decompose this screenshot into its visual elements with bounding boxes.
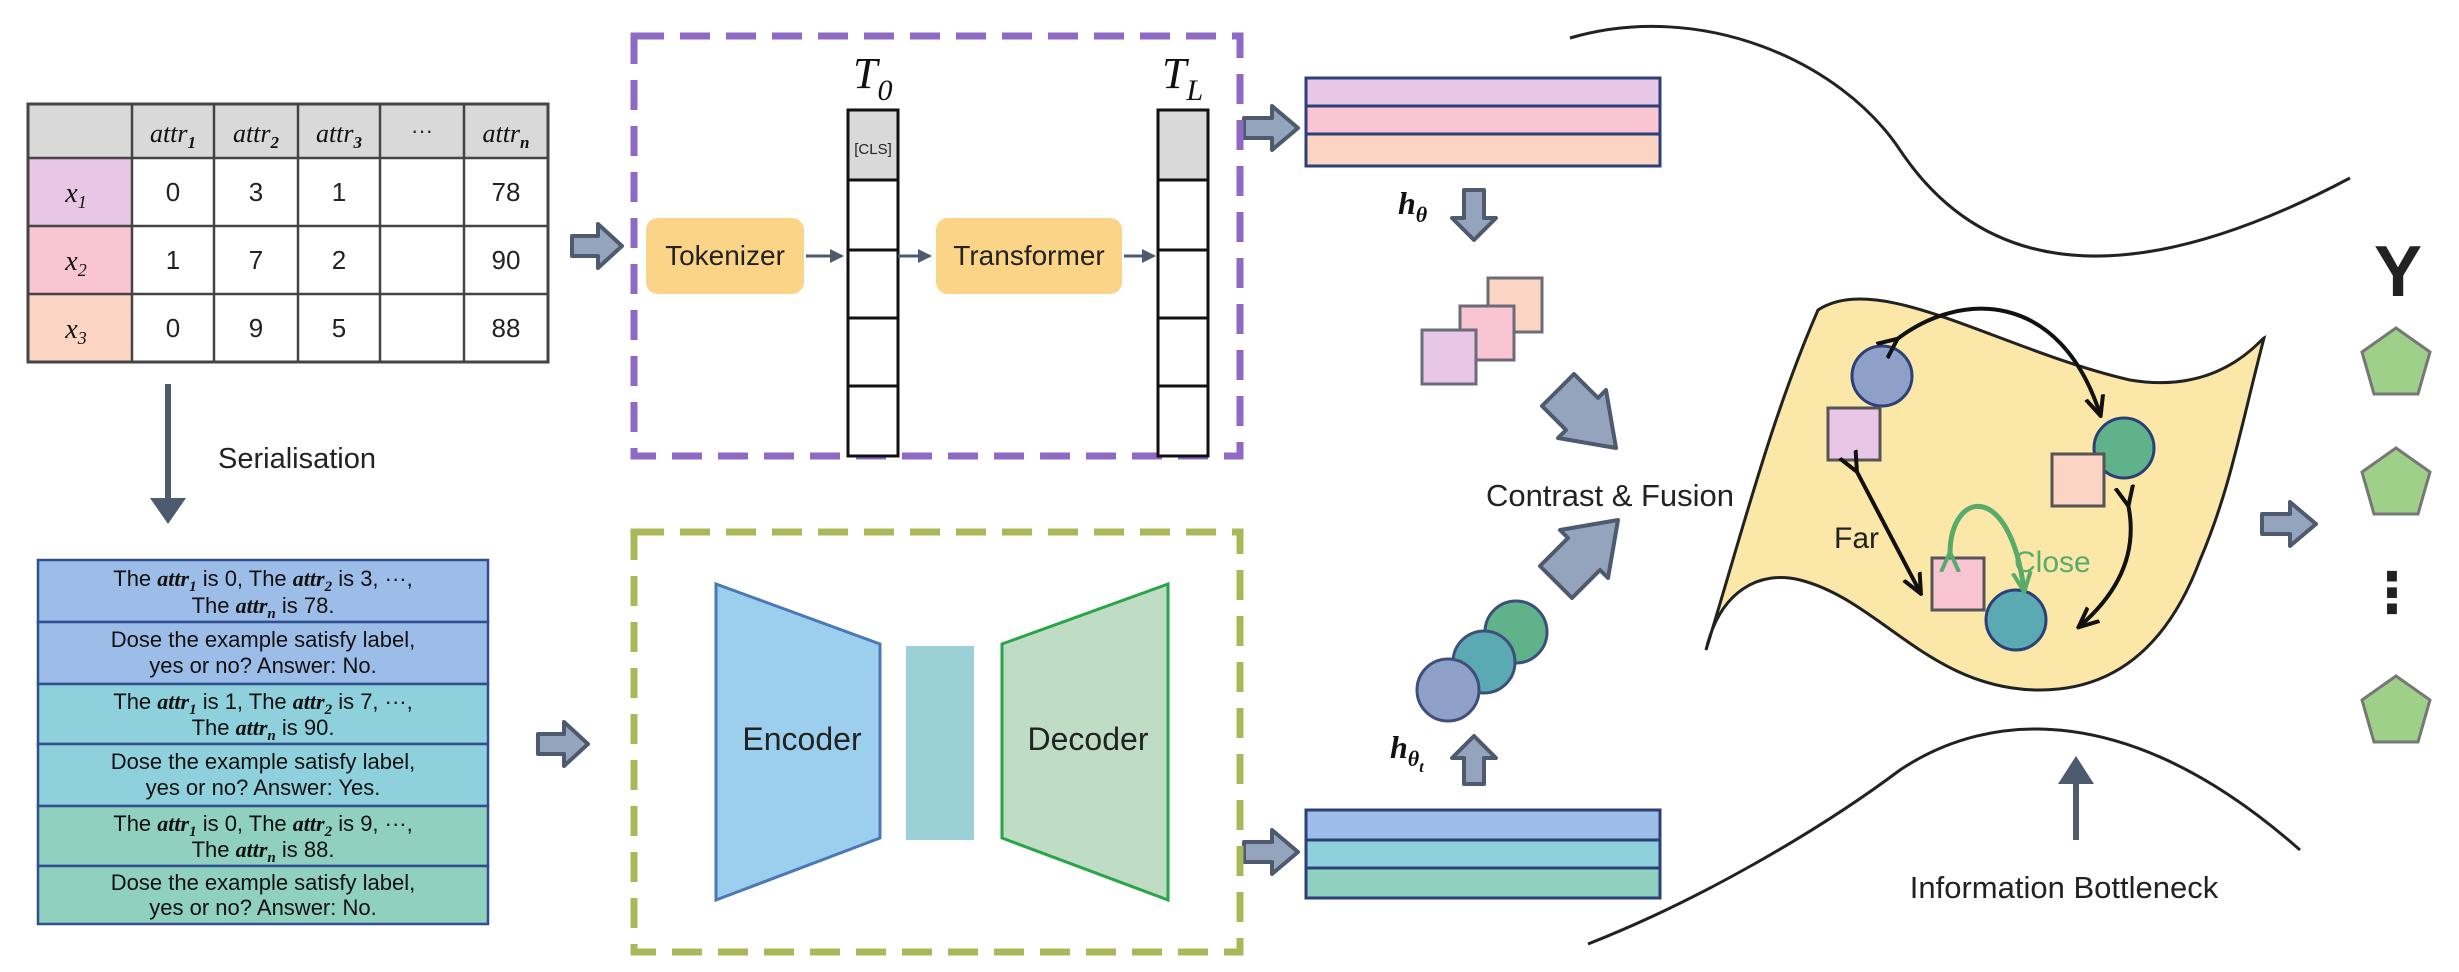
output-pentagon-1 <box>2360 326 2432 396</box>
arrow-manifold-to-y <box>2260 500 2318 548</box>
output-pentagons <box>2360 326 2432 744</box>
header-attr-1: attr1 <box>150 119 196 152</box>
serialised-line-2a: The attr1 is 1, The attr2 is 7, ···, <box>113 689 413 718</box>
far-label: Far <box>1834 522 1879 555</box>
header-attr-2: attr2 <box>233 119 280 152</box>
row-label-x2-text: x2 <box>64 246 86 280</box>
cell-x3-attr1: 0 <box>166 313 180 343</box>
embedding-stack-top <box>1304 76 1662 168</box>
arrow-decoder-to-embed-bottom <box>1242 828 1300 876</box>
arrow-TL-to-embed-top <box>1242 104 1300 152</box>
y-label: Y <box>2374 232 2422 312</box>
serialised-question-1a: Dose the example satisfy label, <box>111 627 416 652</box>
transformer-label: Transformer <box>953 240 1104 271</box>
row-label-x1-text: x1 <box>64 178 86 212</box>
cls-token-label: [CLS] <box>854 141 892 158</box>
t0-label: T0 <box>853 49 892 107</box>
serialised-line-1b: The attrn is 78. <box>192 593 335 622</box>
cell-x1-attr3: 1 <box>332 177 346 207</box>
cell-x1-attrn: 78 <box>492 177 521 207</box>
output-pentagon-2 <box>2360 446 2432 516</box>
tokenizer-box <box>646 218 804 294</box>
header-attr-n: attrn <box>482 119 529 152</box>
data-table: attr1 attr2 attr3 ··· attrn x1 x2 x3 0 3… <box>26 102 550 364</box>
arrow-circles-to-fusion <box>1538 518 1620 600</box>
serialised-question-3a: Dose the example satisfy label, <box>111 870 416 895</box>
cell-x3-attr2: 9 <box>249 313 263 343</box>
token-column-tl <box>1156 108 1210 458</box>
arrow-text-to-encoder <box>536 720 590 768</box>
output-ellipsis: ⋮ <box>2364 561 2420 624</box>
serialised-line-3b: The attrn is 88. <box>192 837 335 866</box>
serialisation-arrow <box>150 384 186 524</box>
serialisation-label: Serialisation <box>218 443 376 475</box>
contrast-fusion-label: Contrast & Fusion <box>1486 478 1734 513</box>
row-label-x1 <box>28 158 132 226</box>
serialised-question-1b: yes or no? Answer: No. <box>149 653 376 678</box>
cell-x3-attrn: 88 <box>492 313 521 343</box>
h-theta-t-label: hθt <box>1390 729 1424 776</box>
bottleneck-arrow <box>2058 756 2094 840</box>
header-attr-3: attr3 <box>316 119 363 152</box>
serialised-question-2b: yes or no? Answer: Yes. <box>146 775 381 800</box>
arrow-squares-to-fusion <box>1540 372 1618 450</box>
cell-x2-attr1: 1 <box>166 245 180 275</box>
encoder-decoder-block: Encoder Decoder <box>630 528 1244 956</box>
arrow-table-to-transformer <box>570 222 624 270</box>
arrow-h-theta-down <box>1450 188 1498 242</box>
arrow-h-theta-t-up <box>1450 734 1498 786</box>
row-label-x3-text: x3 <box>64 314 86 348</box>
table-header-row <box>132 104 548 158</box>
manifold-arrows <box>1856 306 2131 626</box>
serialised-line-2b: The attrn is 90. <box>192 715 335 744</box>
cell-x2-attrn: 90 <box>492 245 521 275</box>
latent-bottleneck-rect <box>906 646 974 840</box>
manifold-surface <box>1704 297 2267 692</box>
cell-x3-attr3: 5 <box>332 313 346 343</box>
row-label-x3 <box>28 294 132 362</box>
decoder-label: Decoder <box>1028 721 1149 757</box>
cell-x1-attr2: 3 <box>249 177 263 207</box>
header-ellipsis: ··· <box>411 118 433 143</box>
encoder-shape <box>714 581 882 903</box>
serialised-question-2a: Dose the example satisfy label, <box>111 749 416 774</box>
cell-x2-attr2: 7 <box>249 245 263 275</box>
table-corner-cell <box>28 104 132 158</box>
tokenizer-label: Tokenizer <box>665 240 785 271</box>
output-pentagon-3 <box>2360 674 2432 744</box>
serialised-line-3a: The attr1 is 0, The attr2 is 9, ···, <box>113 811 413 840</box>
cell-x2-attr3: 2 <box>332 245 346 275</box>
tl-label: TL <box>1162 49 1203 107</box>
embedding-stack-bottom <box>1304 808 1662 900</box>
representation-circles <box>1415 599 1549 723</box>
serialised-text-block: The attr1 is 0, The attr2 is 3, ···, The… <box>36 558 490 926</box>
serialised-line-1a: The attr1 is 0, The attr2 is 3, ···, <box>113 566 413 595</box>
transformer-block: Tokenizer Transformer [CLS] T0 TL <box>630 32 1244 460</box>
transformer-box <box>936 218 1122 294</box>
h-theta-label: hθ <box>1398 185 1428 227</box>
row-label-x2 <box>28 226 132 294</box>
representation-squares <box>1420 276 1544 386</box>
close-arrow <box>1950 504 2024 590</box>
manifold-curves <box>1569 24 2351 946</box>
information-bottleneck-label: Information Bottleneck <box>1910 870 2219 905</box>
token-column-t0 <box>846 108 900 458</box>
decoder-shape <box>1000 581 1170 903</box>
encoder-label: Encoder <box>742 721 862 757</box>
close-label: Close <box>2014 546 2091 579</box>
cell-x1-attr1: 0 <box>166 177 180 207</box>
serialised-question-3b: yes or no? Answer: No. <box>149 895 376 920</box>
